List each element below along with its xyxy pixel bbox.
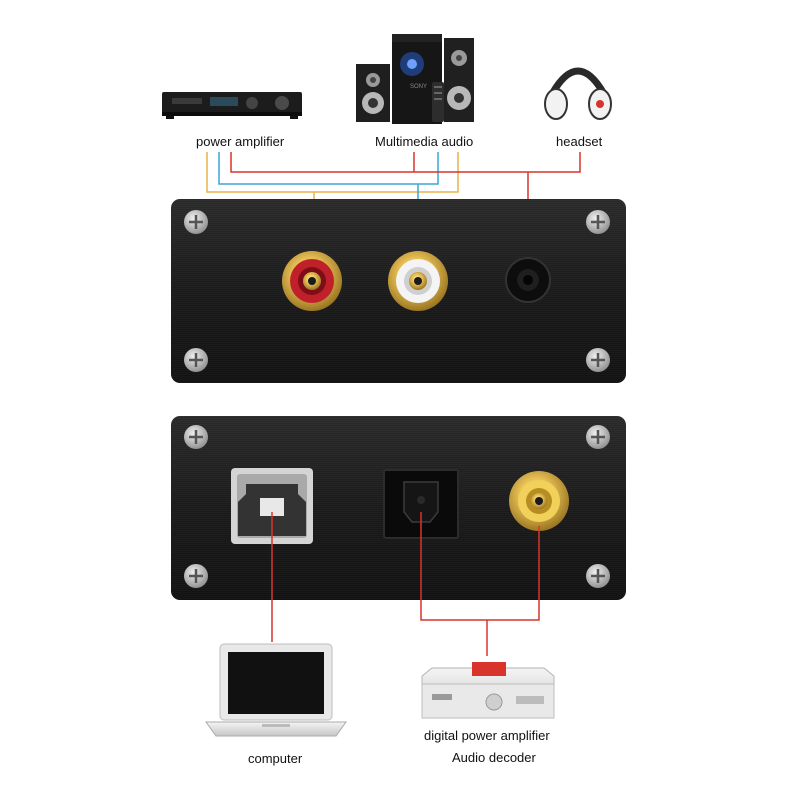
screw-icon	[184, 564, 208, 588]
multimedia-speakers-device: SONY	[356, 34, 474, 124]
headset-label: headset	[556, 134, 603, 149]
audio-decoder-label: Audio decoder	[452, 750, 536, 765]
headphone-jack	[505, 257, 551, 303]
multimedia-audio-label: Multimedia audio	[375, 134, 474, 149]
laptop-computer-device	[205, 643, 347, 737]
headset-device	[544, 67, 612, 120]
screw-icon	[586, 564, 610, 588]
screw-icon	[586, 348, 610, 372]
screw-icon	[184, 348, 208, 372]
speaker-badge-text: SONY	[410, 84, 427, 90]
top-panel	[171, 199, 626, 383]
computer-label: computer	[248, 751, 303, 766]
screw-icon	[586, 425, 610, 449]
screw-icon	[184, 210, 208, 234]
rca-coaxial-jack	[509, 471, 569, 531]
bottom-panel	[171, 416, 626, 600]
power-amplifier-device	[162, 92, 302, 119]
screw-icon	[184, 425, 208, 449]
power-amplifier-label: power amplifier	[196, 134, 285, 149]
rca-red-jack	[282, 251, 342, 311]
screw-icon	[586, 210, 610, 234]
digital-power-amplifier-device	[421, 662, 555, 719]
bottom-wires	[271, 512, 540, 656]
rca-white-jack	[388, 251, 448, 311]
digital-power-amplifier-label: digital power amplifier	[424, 728, 550, 743]
usb-b-port	[231, 468, 313, 544]
